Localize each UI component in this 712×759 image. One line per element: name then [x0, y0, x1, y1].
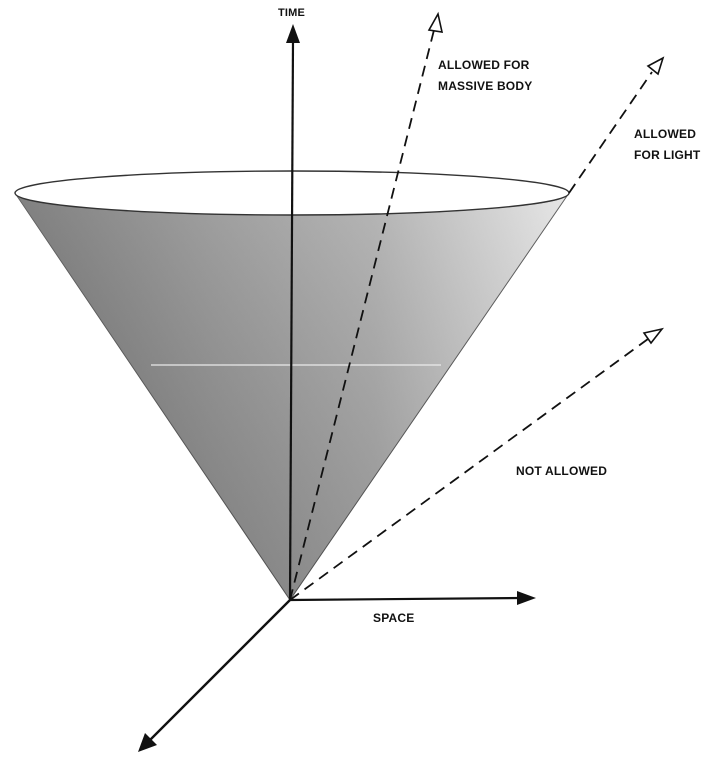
light-label-line1: ALLOWED: [634, 127, 697, 141]
light-worldline: [568, 71, 653, 194]
depth-axis: [149, 599, 291, 741]
space-axis-arrowhead: [517, 591, 536, 605]
not-allowed-arrowhead: [642, 327, 665, 345]
massive-body-label-line1: ALLOWED FOR: [438, 58, 530, 72]
space-axis: [289, 596, 521, 602]
not-allowed-worldline: [289, 338, 649, 601]
massive-body-worldline: [289, 29, 435, 601]
not-allowed-label: NOT ALLOWED: [516, 464, 608, 478]
light-label: ALLOWED FOR LIGHT: [634, 124, 700, 166]
massive-body-arrowhead: [427, 11, 444, 33]
light-arrowhead: [646, 56, 665, 76]
time-axis: [288, 39, 295, 601]
time-axis-label: TIME: [278, 7, 306, 19]
depth-axis-arrowhead: [138, 733, 157, 752]
light-label-line2: FOR LIGHT: [634, 148, 701, 162]
massive-body-label-line2: MASSIVE BODY: [438, 79, 533, 93]
massive-body-label: ALLOWED FOR MASSIVE BODY: [438, 55, 532, 97]
space-axis-label: SPACE: [373, 611, 415, 625]
time-axis-arrowhead: [286, 24, 300, 43]
